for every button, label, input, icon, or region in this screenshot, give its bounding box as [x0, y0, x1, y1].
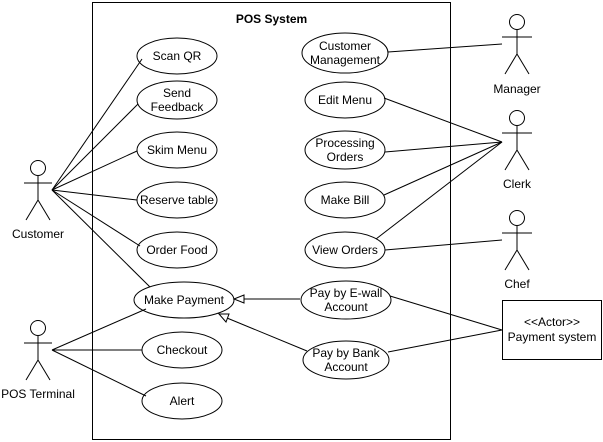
usecase-order-food[interactable]: Order Food — [146, 243, 208, 257]
usecase-pay-ewallet-shape — [300, 280, 392, 320]
usecase-alert[interactable]: Alert — [169, 394, 195, 408]
usecase-make-payment[interactable]: Make Payment — [143, 293, 225, 307]
clerk-actor-figure — [502, 110, 532, 171]
usecase-processing-orders[interactable]: Processing Orders — [315, 136, 375, 164]
usecase-checkout[interactable]: Checkout — [156, 343, 208, 357]
usecase-make-bill[interactable]: Make Bill — [320, 193, 370, 207]
usecase-make-payment-shape — [133, 281, 235, 319]
usecase-send-feedback[interactable]: Send Feedback — [150, 86, 204, 114]
usecase-scan-qr-shape — [136, 37, 218, 75]
payment-system-stereotype: <<Actor>> — [523, 315, 581, 329]
usecase-skim-menu-shape — [136, 131, 218, 169]
usecase-edit-menu[interactable]: Edit Menu — [317, 93, 373, 107]
usecase-customer-management[interactable]: Customer Management — [309, 39, 381, 67]
usecase-reserve-table[interactable]: Reserve table — [139, 193, 215, 207]
usecase-alert-shape — [141, 382, 223, 420]
actor-customer-label: Customer — [11, 227, 64, 241]
usecase-scan-qr[interactable]: Scan QR — [152, 49, 202, 63]
actor-manager-label: Manager — [493, 82, 541, 96]
pos-terminal-actor-figure — [24, 320, 52, 381]
customer-actor-figure — [24, 160, 52, 221]
usecase-pay-by-ewallet[interactable]: Pay by E-wall Account — [309, 286, 383, 314]
usecase-edit-menu-shape — [304, 81, 386, 119]
usecase-send-feedback-shape — [136, 80, 218, 120]
payment-system-box — [502, 300, 602, 360]
usecase-view-orders[interactable]: View Orders — [312, 243, 378, 257]
usecase-order-food-shape — [136, 231, 218, 269]
payment-system-name: Payment system — [507, 330, 597, 344]
usecase-customer-management-shape — [301, 32, 389, 74]
actor-pos-terminal-label: POS Terminal — [1, 387, 75, 401]
usecase-pay-bank-shape — [302, 340, 390, 380]
system-boundary — [92, 2, 451, 440]
actor-payment-system[interactable]: <<Actor>> Payment system — [502, 300, 602, 360]
actor-chef-label: Chef — [504, 277, 530, 291]
payment-system-associations — [387, 295, 503, 353]
manager-actor-figure — [502, 14, 532, 75]
customer-associations — [51, 58, 151, 288]
usecase-processing-orders-shape — [304, 130, 386, 170]
generalization-arrows — [217, 294, 308, 352]
usecase-make-bill-shape — [304, 181, 386, 219]
pos-terminal-associations — [51, 308, 147, 397]
usecase-pay-by-bank[interactable]: Pay by Bank Account — [312, 346, 380, 374]
chef-actor-figure — [502, 210, 532, 271]
system-title: POS System — [235, 12, 308, 26]
usecase-skim-menu[interactable]: Skim Menu — [146, 143, 208, 157]
staff-associations — [375, 43, 503, 251]
actor-clerk-label: Clerk — [502, 177, 531, 191]
